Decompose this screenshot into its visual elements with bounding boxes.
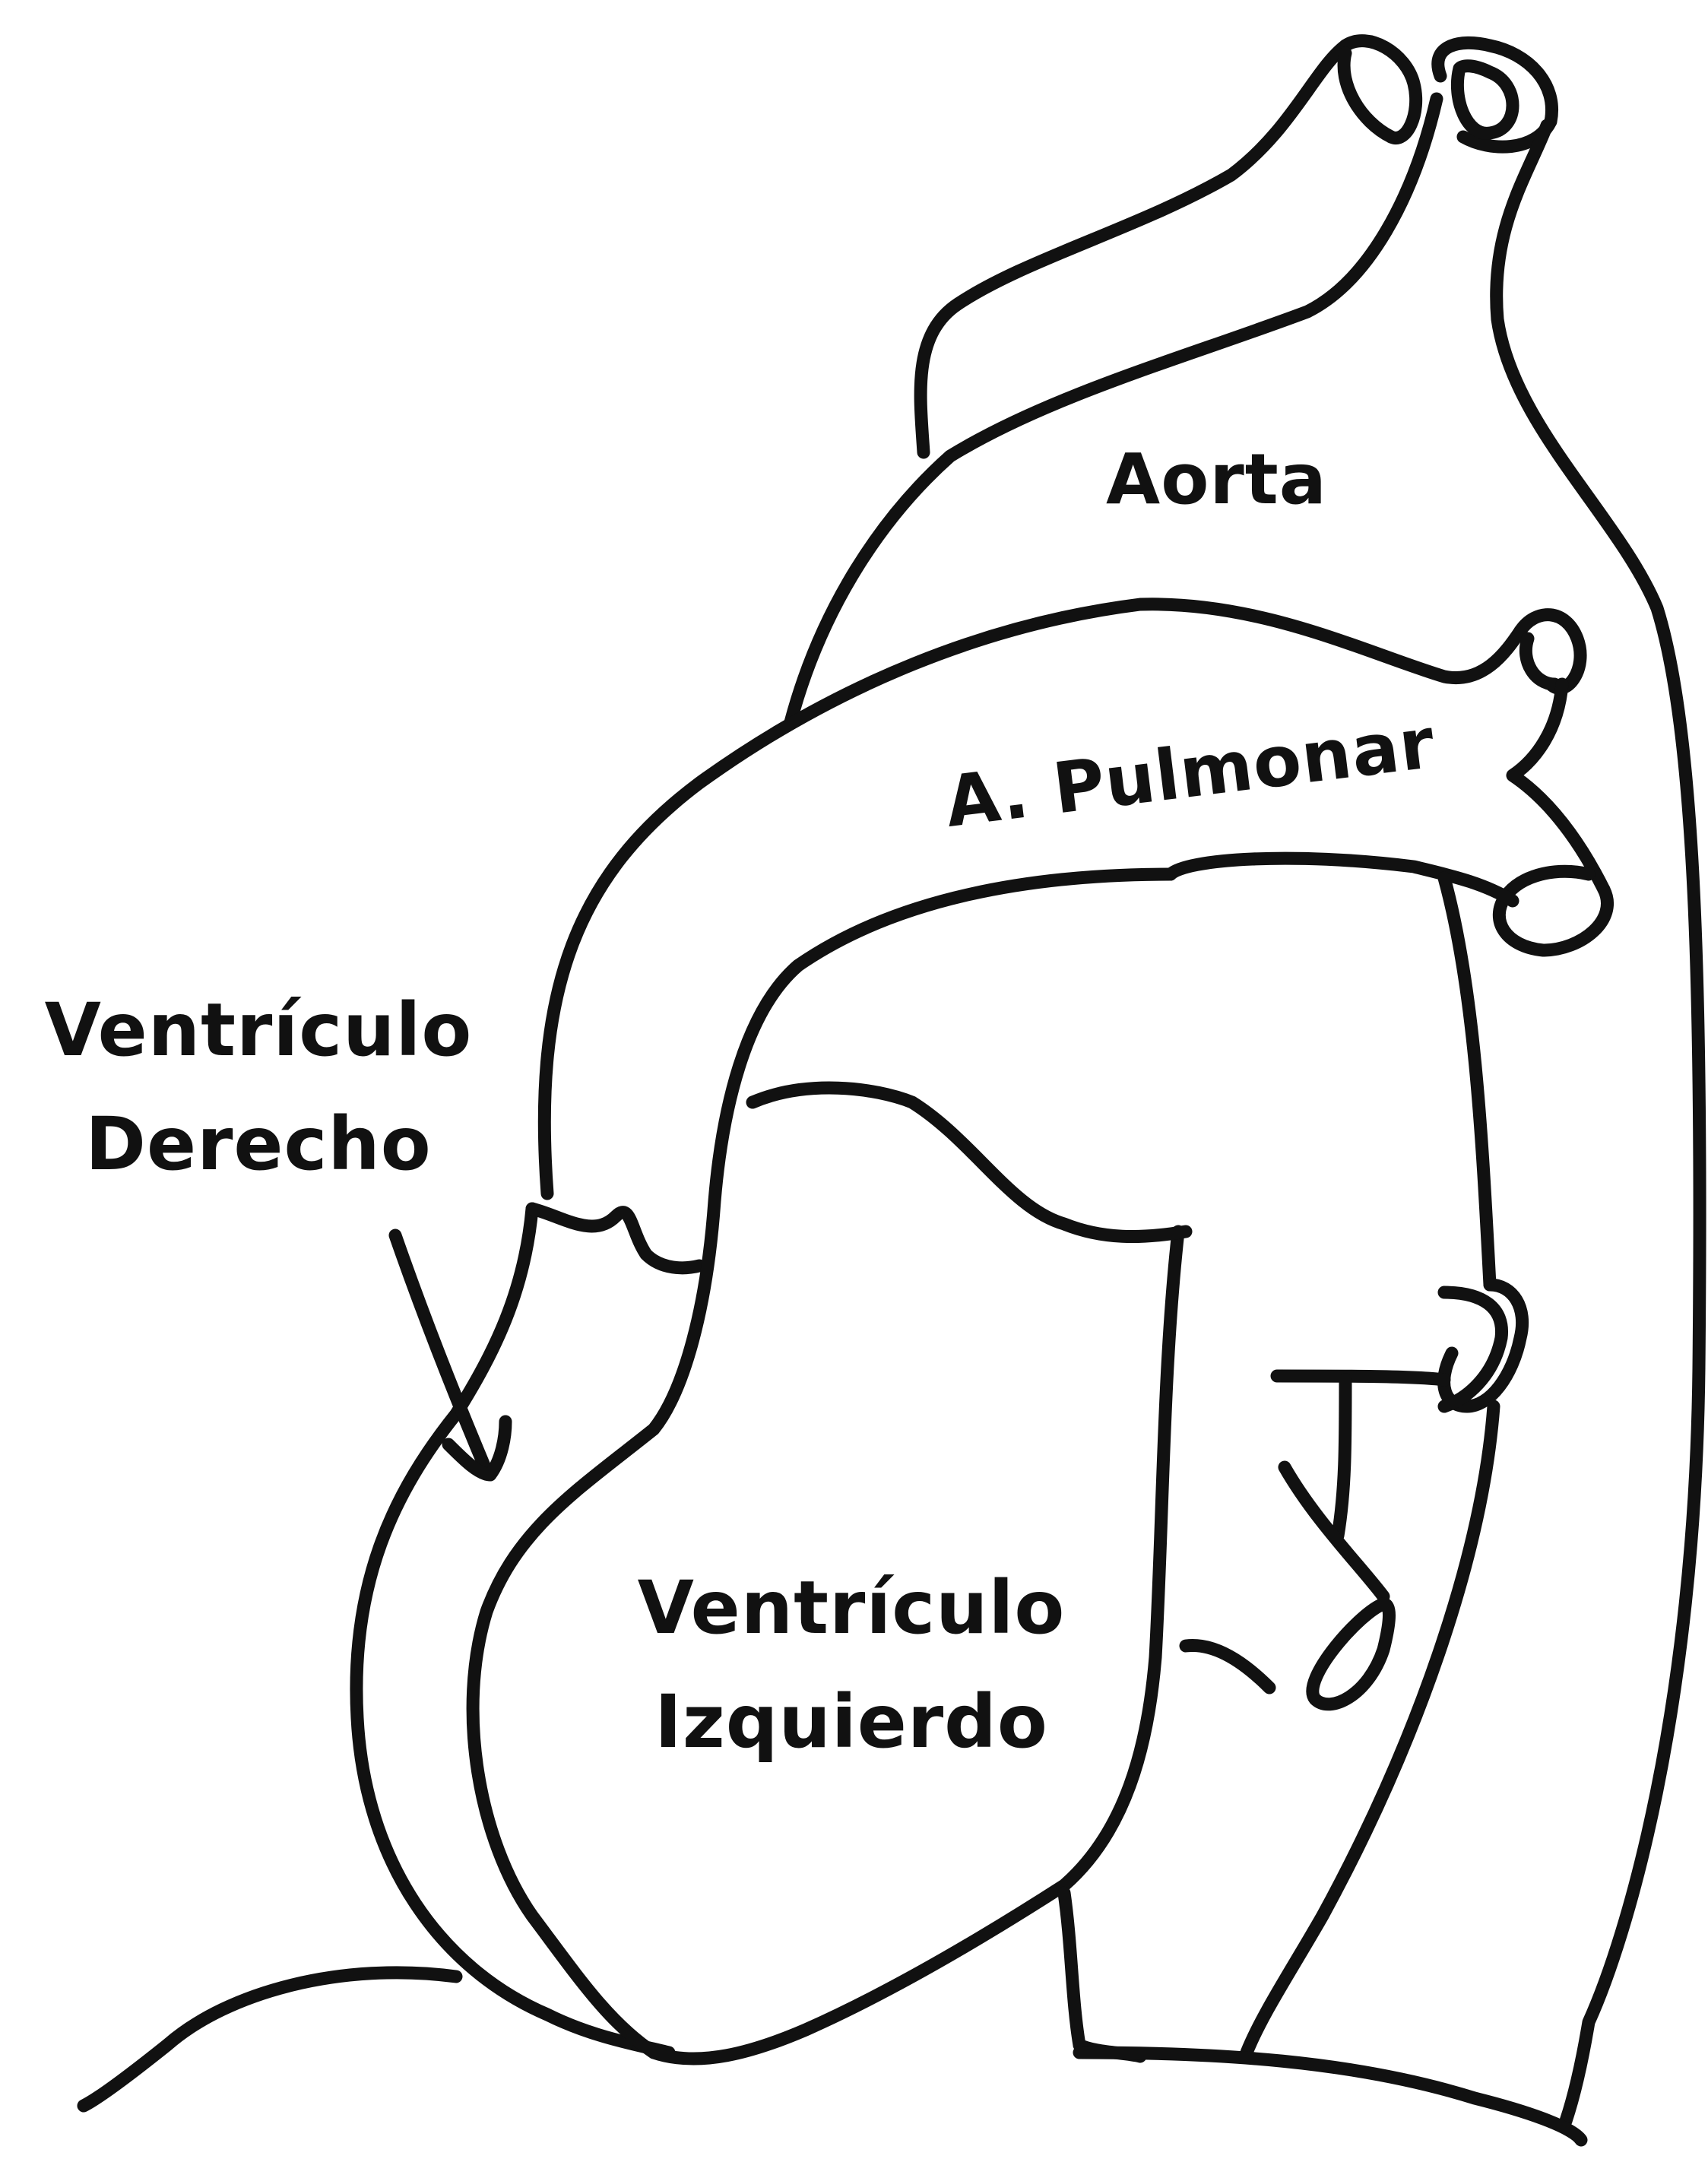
left-ventricle-outline	[473, 874, 1186, 2059]
aorta-label: Aorta	[1106, 445, 1327, 515]
right-ventricle-label: Ventrículo Derecho	[15, 973, 502, 1201]
left-ventricle-label: Ventrículo Izquierdo	[578, 1551, 1125, 1779]
left-ventricle-label-line2: Izquierdo	[578, 1665, 1125, 1779]
left-ventricle-label-line1: Ventrículo	[578, 1551, 1125, 1665]
aorta-outline	[791, 41, 1700, 2121]
pulmonary-artery-outline	[544, 604, 1607, 1285]
base-outline	[1064, 1893, 1581, 2140]
right-ventricle-label-line1: Ventrículo	[15, 973, 502, 1087]
right-ventricle-label-line2: Derecho	[15, 1087, 502, 1201]
right-vessels-outline	[1186, 1285, 1523, 2053]
